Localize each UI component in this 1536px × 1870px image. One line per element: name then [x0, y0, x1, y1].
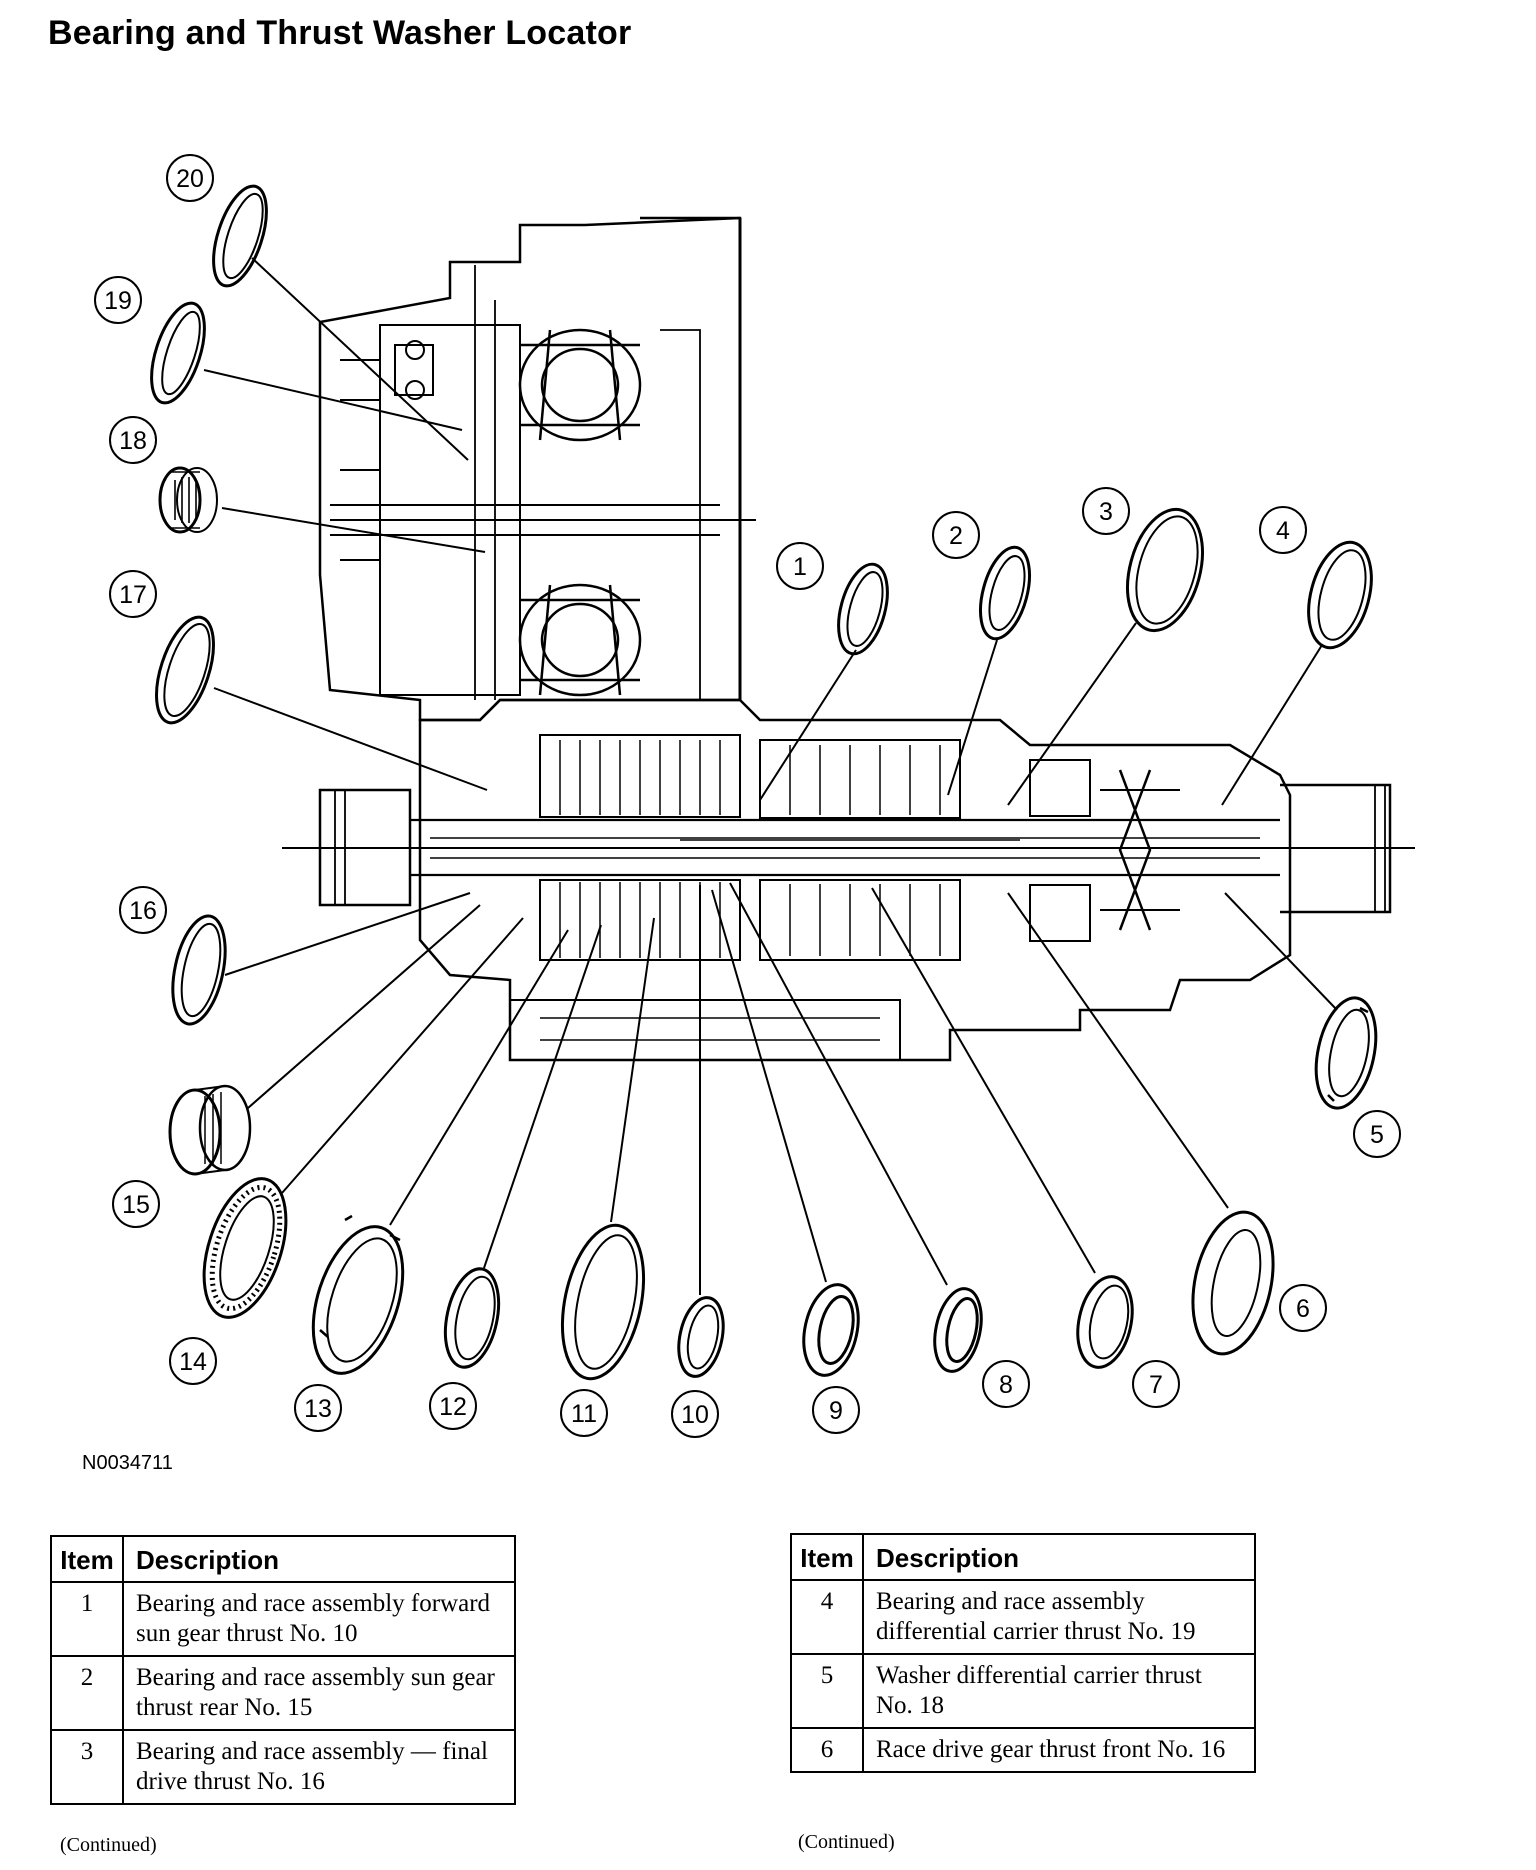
callout-10: 10	[671, 1390, 719, 1438]
page-title: Bearing and Thrust Washer Locator	[48, 14, 632, 52]
callout-8: 8	[982, 1360, 1030, 1408]
svg-text:20: 20	[176, 165, 204, 193]
item-description: Bearing and race assembly differential c…	[862, 1579, 1256, 1655]
item-number: 4	[790, 1579, 864, 1655]
svg-text:1: 1	[793, 553, 807, 581]
part-2-bearing	[979, 545, 1031, 641]
description-column-header: Description	[122, 1535, 516, 1583]
callout-16: 16	[119, 886, 167, 934]
callout-7: 7	[1132, 1360, 1180, 1408]
callout-9: 9	[812, 1386, 860, 1434]
callout-12: 12	[429, 1382, 477, 1430]
svg-text:3: 3	[1099, 498, 1113, 526]
parts-table-right: Item Description 4 Bearing and race asse…	[790, 1533, 1256, 1773]
description-column-header: Description	[862, 1533, 1256, 1581]
part-17-snap-ring	[155, 615, 215, 725]
svg-text:16: 16	[129, 897, 157, 925]
callout-13: 13	[294, 1384, 342, 1432]
callout-20: 20	[166, 154, 214, 202]
item-description: Washer differential carrier thrust No. 1…	[862, 1653, 1256, 1729]
svg-text:4: 4	[1276, 517, 1290, 545]
table-row: 2 Bearing and race assembly sun gear thr…	[50, 1655, 516, 1731]
continued-note: (Continued)	[60, 1834, 157, 1856]
part-11-thrust-washer	[560, 1223, 646, 1381]
part-4-bearing	[1307, 540, 1373, 650]
svg-text:15: 15	[122, 1191, 150, 1219]
part-3-bearing	[1126, 507, 1204, 633]
item-number: 6	[790, 1727, 864, 1773]
part-14-thrust-bearing	[202, 1177, 288, 1319]
item-column-header: Item	[50, 1535, 124, 1583]
callout-11: 11	[560, 1389, 608, 1437]
item-description: Race drive gear thrust front No. 16	[862, 1727, 1256, 1773]
svg-text:19: 19	[104, 287, 132, 315]
item-number: 1	[50, 1581, 124, 1657]
callouts: 20 19 18 17 16 15 14 13 12 11 10 9 8 7 6…	[94, 154, 1401, 1438]
parts-table-left: Item Description 1 Bearing and race asse…	[50, 1535, 516, 1805]
table-header-row: Item Description	[790, 1533, 1256, 1581]
svg-text:13: 13	[304, 1395, 332, 1423]
callout-14: 14	[169, 1337, 217, 1385]
callout-3: 3	[1082, 487, 1130, 535]
callout-15: 15	[112, 1180, 160, 1228]
callout-5: 5	[1353, 1110, 1401, 1158]
item-description: Bearing and race assembly — final drive …	[122, 1729, 516, 1805]
svg-text:17: 17	[119, 581, 147, 609]
svg-text:18: 18	[119, 427, 147, 455]
part-6-race	[1191, 1210, 1275, 1356]
callout-17: 17	[109, 570, 157, 618]
figure-id: N0034711	[82, 1452, 173, 1474]
svg-text:8: 8	[999, 1371, 1013, 1399]
callout-6: 6	[1279, 1284, 1327, 1332]
part-15-roller-bearing	[168, 1084, 252, 1176]
svg-text:7: 7	[1149, 1371, 1163, 1399]
part-18-needle-bearing	[158, 466, 218, 534]
part-9-bearing	[802, 1283, 860, 1377]
item-column-header: Item	[790, 1533, 864, 1581]
continued-note: (Continued)	[798, 1831, 895, 1853]
table-header-row: Item Description	[50, 1535, 516, 1583]
part-1-bearing	[837, 562, 889, 656]
item-number: 3	[50, 1729, 124, 1805]
table-row: 5 Washer differential carrier thrust No.…	[790, 1653, 1256, 1729]
callout-4: 4	[1259, 506, 1307, 554]
transaxle-cutaway	[318, 216, 1392, 1062]
svg-text:10: 10	[681, 1401, 709, 1429]
svg-text:9: 9	[829, 1397, 843, 1425]
leader-lines	[203, 257, 1338, 1295]
part-7-bearing	[1076, 1275, 1134, 1369]
part-12-bearing	[443, 1267, 501, 1369]
item-number: 5	[790, 1653, 864, 1729]
item-description: Bearing and race assembly forward sun ge…	[122, 1581, 516, 1657]
svg-text:2: 2	[949, 522, 963, 550]
part-5-washer	[1314, 996, 1378, 1110]
part-16-thrust-washer	[171, 914, 227, 1026]
callout-19: 19	[94, 276, 142, 324]
table-row: 3 Bearing and race assembly — final driv…	[50, 1729, 516, 1805]
svg-text:14: 14	[179, 1348, 207, 1376]
callout-18: 18	[109, 416, 157, 464]
centerlines	[282, 519, 1415, 849]
table-row: 6 Race drive gear thrust front No. 16	[790, 1727, 1256, 1773]
part-13-thrust-washer-tabbed	[311, 1214, 405, 1375]
table-row: 4 Bearing and race assembly differential…	[790, 1579, 1256, 1655]
part-20-thrust-washer	[212, 184, 268, 288]
table-row: 1 Bearing and race assembly forward sun …	[50, 1581, 516, 1657]
item-number: 2	[50, 1655, 124, 1731]
svg-text:11: 11	[571, 1400, 597, 1428]
callout-1: 1	[776, 542, 824, 590]
svg-text:6: 6	[1296, 1295, 1310, 1323]
callout-2: 2	[932, 511, 980, 559]
part-10-bearing	[677, 1296, 725, 1378]
part-8-bearing	[933, 1287, 983, 1373]
svg-text:5: 5	[1370, 1121, 1384, 1149]
exploded-parts	[150, 184, 1378, 1381]
transaxle-exploded-diagram: 20 19 18 17 16 15 14 13 12 11 10 9 8 7 6…	[94, 154, 1415, 1438]
svg-text:12: 12	[439, 1393, 467, 1421]
item-description: Bearing and race assembly sun gear thrus…	[122, 1655, 516, 1731]
part-19-bearing	[150, 301, 206, 405]
